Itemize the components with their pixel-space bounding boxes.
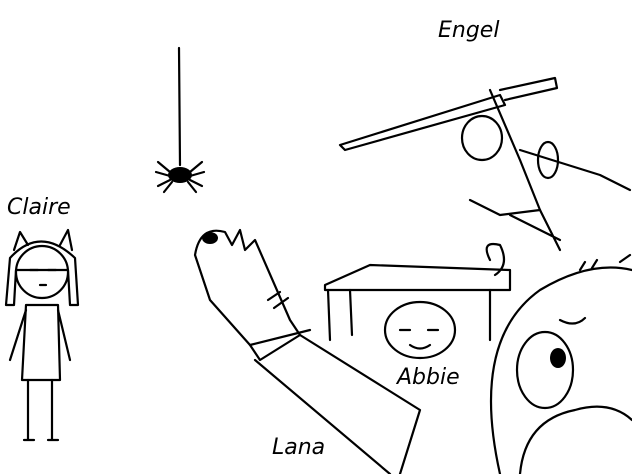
label-lana: Lana — [272, 435, 326, 460]
claire-figure — [4, 228, 80, 442]
label-abbie: Abbie — [397, 365, 460, 390]
lana-sock-puppet — [193, 228, 422, 474]
engel-figure — [338, 76, 632, 252]
label-claire: Claire — [7, 195, 71, 220]
label-engel: Engel — [438, 18, 500, 43]
large-round-character — [485, 242, 632, 474]
spider — [154, 46, 206, 194]
table-with-abbie — [323, 263, 512, 360]
